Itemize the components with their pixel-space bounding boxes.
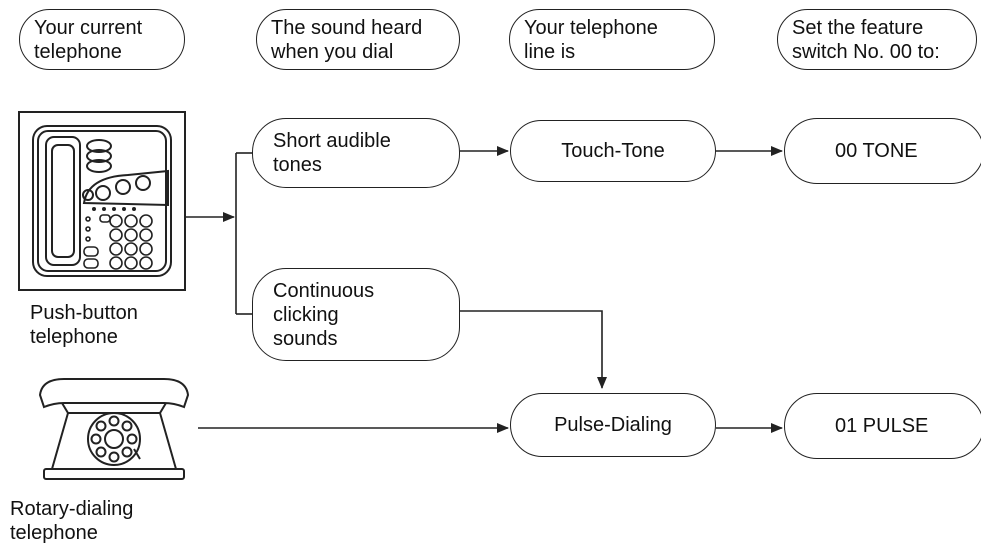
header-sound-heard: The sound heard when you dial bbox=[256, 9, 460, 70]
setting-pulse: 01 PULSE bbox=[784, 393, 981, 459]
header-feature-switch-label: Set the feature switch No. 00 to: bbox=[792, 16, 940, 63]
header-current-telephone: Your current telephone bbox=[19, 9, 185, 70]
header-line-type-label: Your telephone line is bbox=[524, 16, 658, 63]
line-touch-tone: Touch-Tone bbox=[510, 120, 716, 182]
rotary-phone-caption: Rotary-dialing telephone bbox=[10, 498, 134, 544]
header-current-telephone-label: Your current telephone bbox=[34, 16, 143, 63]
sound-continuous-clicking-label: Continuous clicking sounds bbox=[273, 279, 375, 350]
rotary-phone-icon bbox=[38, 378, 190, 480]
header-line-type: Your telephone line is bbox=[509, 9, 715, 70]
setting-tone: 00 TONE bbox=[784, 118, 981, 184]
header-feature-switch: Set the feature switch No. 00 to: bbox=[777, 9, 977, 70]
sound-continuous-clicking: Continuous clicking sounds bbox=[252, 268, 460, 361]
line-touch-tone-label: Touch-Tone bbox=[561, 140, 665, 162]
line-pulse-dialing-label: Pulse-Dialing bbox=[554, 414, 672, 436]
header-sound-heard-label: The sound heard when you dial bbox=[271, 16, 423, 63]
setting-tone-label: 00 TONE bbox=[835, 140, 918, 162]
setting-pulse-label: 01 PULSE bbox=[835, 415, 929, 437]
sound-short-tones-label: Short audible tones bbox=[273, 130, 391, 176]
sound-short-tones: Short audible tones bbox=[252, 118, 460, 188]
push-button-phone-icon bbox=[18, 111, 186, 291]
push-button-phone-caption: Push-button telephone bbox=[30, 302, 138, 348]
line-pulse-dialing: Pulse-Dialing bbox=[510, 393, 716, 457]
connector-continuous-to-pulse bbox=[460, 310, 607, 389]
